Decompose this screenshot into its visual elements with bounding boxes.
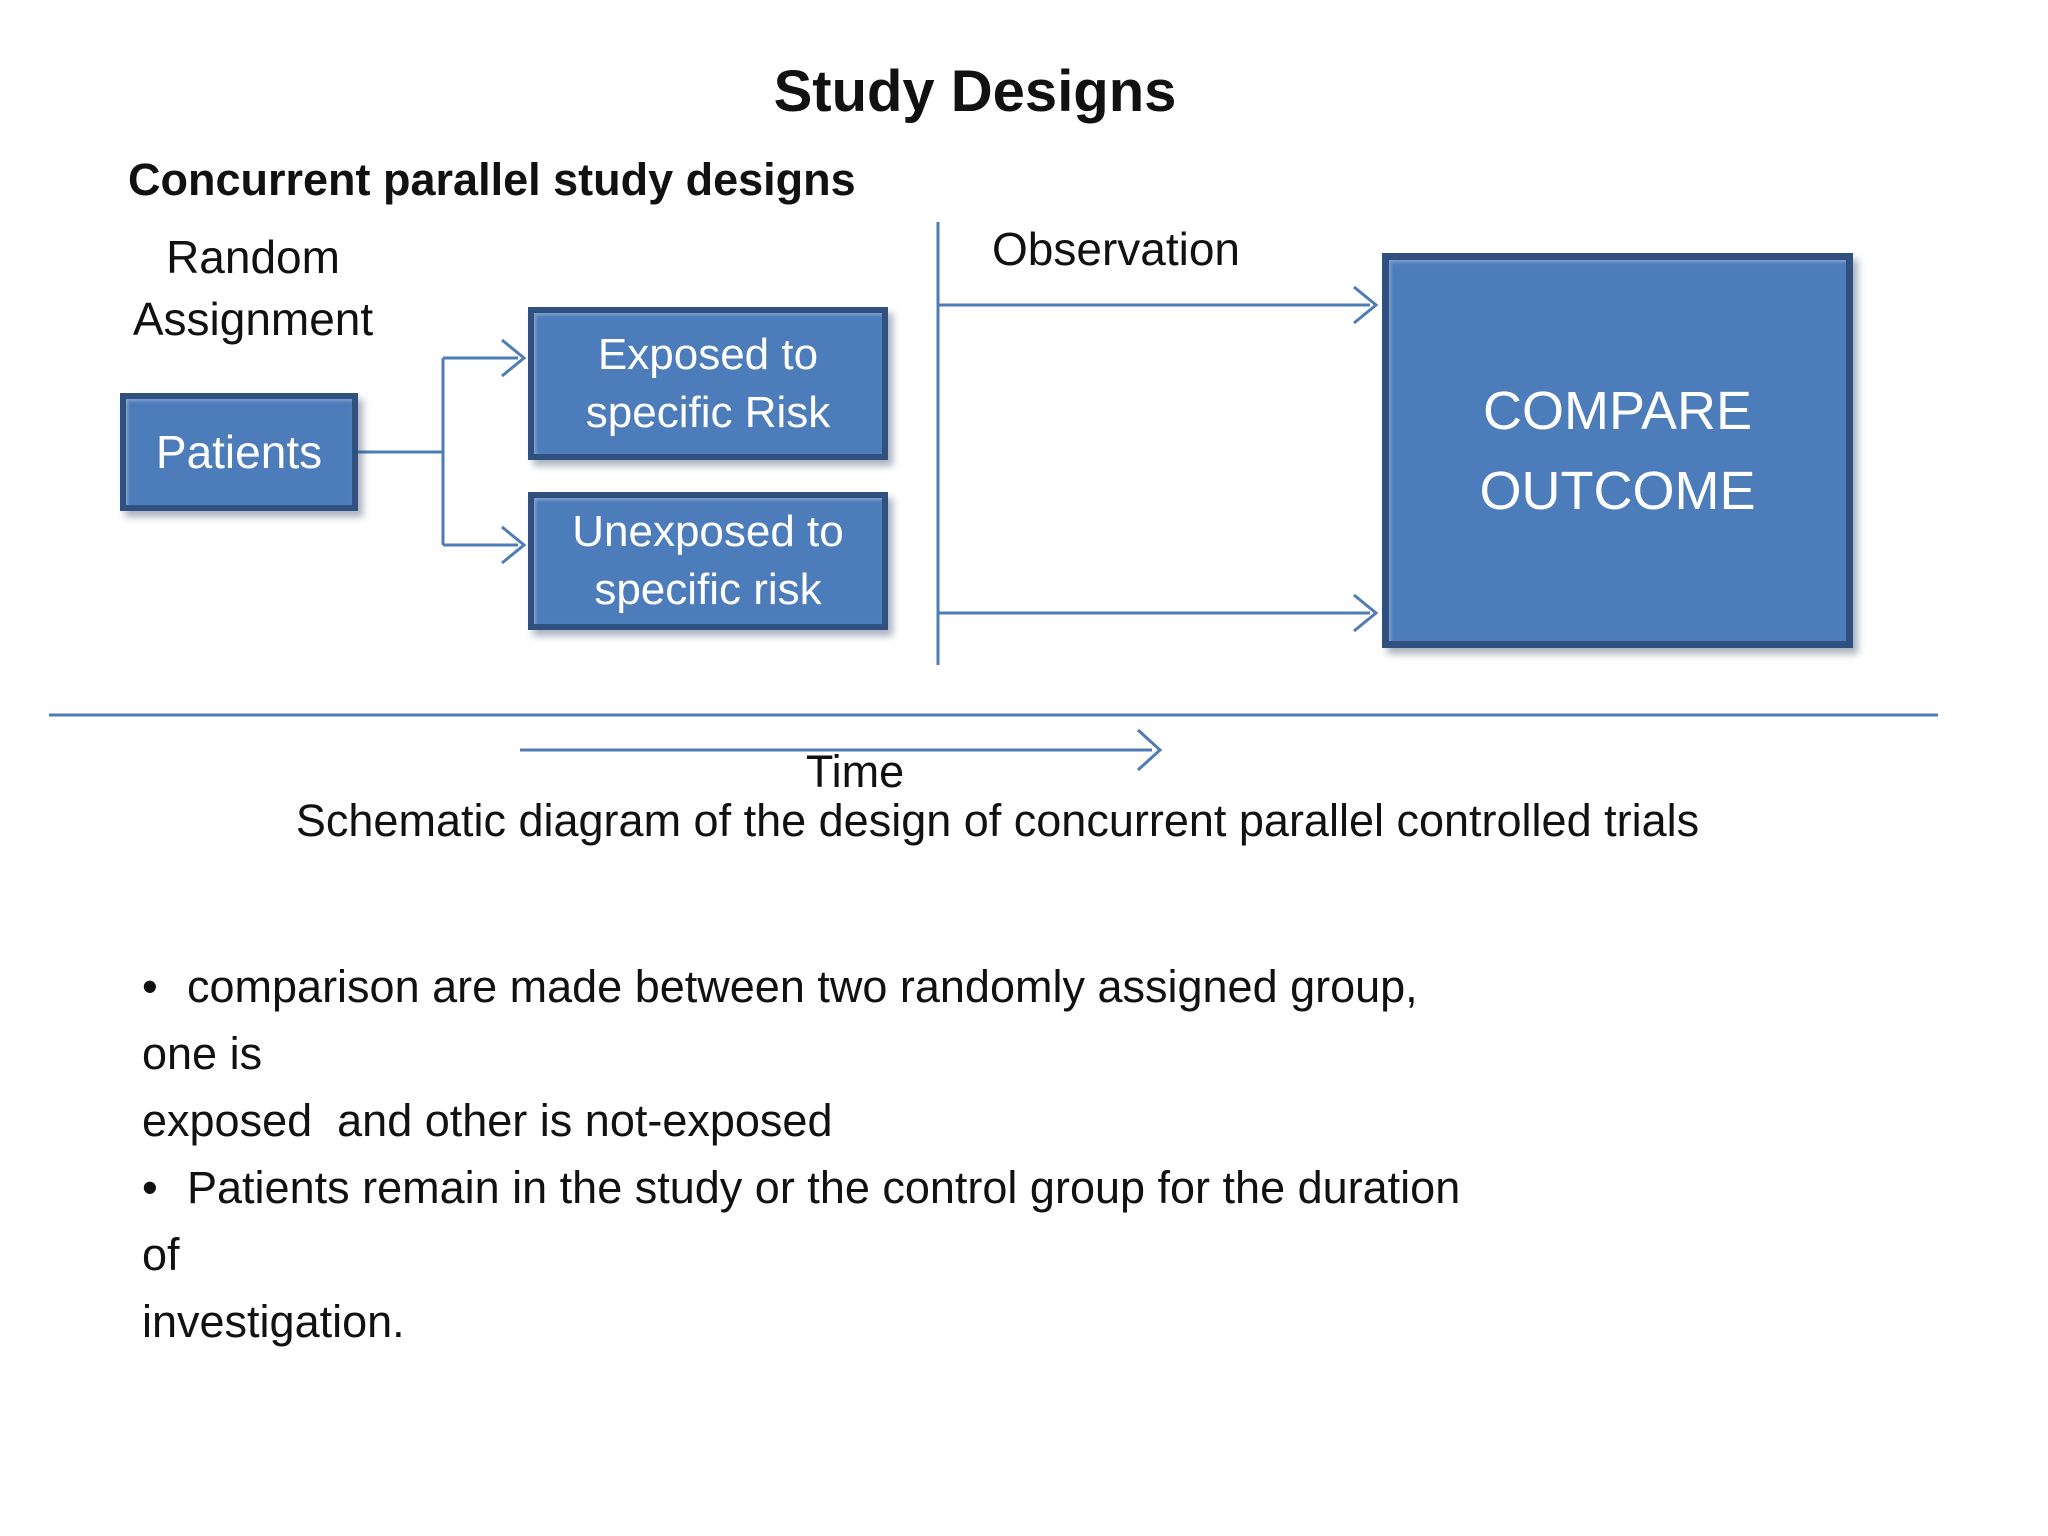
exposed-box: Exposed to specific Risk [528,307,888,460]
bullet-text: Patients remain in the study or the cont… [142,1162,1473,1280]
compare-outcome-line-2: OUTCOME [1479,460,1756,521]
slide-subtitle: Concurrent parallel study designs [128,154,856,205]
bullet-item: •comparison are made between two randoml… [142,953,1482,1154]
random-assignment-line-2: Assignment [132,293,374,345]
bullet-list: •comparison are made between two randoml… [142,953,1482,1355]
time-arrowhead [1136,728,1163,772]
patients-box-label: Patients [155,426,323,478]
exposed-box-line-1: Exposed to [597,329,819,379]
bullet-item: •Patients remain in the study or the con… [142,1154,1482,1355]
bullet-marker: • [142,1162,158,1213]
time-label: Time [805,746,905,797]
exposed-box-line-2: specific Risk [585,387,831,437]
page-title: Study Designs [773,59,1177,124]
bullet-continuation-line: investigation. [142,1296,405,1347]
bullet-text: comparison are made between two randomly… [142,961,1431,1079]
observation-label: Observation [992,223,1241,275]
observation-bottom-arrowhead [1353,593,1379,633]
bullet-marker: • [142,961,158,1012]
bullet-line: •comparison are made between two randoml… [142,953,1482,1087]
exposed-arrowhead [501,338,527,378]
patients-box: Patients [120,393,358,511]
random-assignment-line-1: Random [166,231,340,283]
bullet-continuation-line: exposed and other is not-exposed [142,1095,833,1146]
diagram-caption: Schematic diagram of the design of concu… [295,795,1700,846]
random-assignment-label: Random Assignment [53,226,453,350]
compare-outcome-line-1: COMPARE [1482,380,1753,441]
unexposed-box-line-2: specific risk [594,565,822,614]
unexposed-arrowhead [501,525,527,565]
bullet-line: •Patients remain in the study or the con… [142,1154,1482,1288]
unexposed-box-line-1: Unexposed to [572,507,844,556]
observation-top-arrowhead [1353,285,1379,325]
compare-outcome-box: COMPARE OUTCOME [1382,253,1853,648]
unexposed-box: Unexposed to specific risk [528,492,888,630]
